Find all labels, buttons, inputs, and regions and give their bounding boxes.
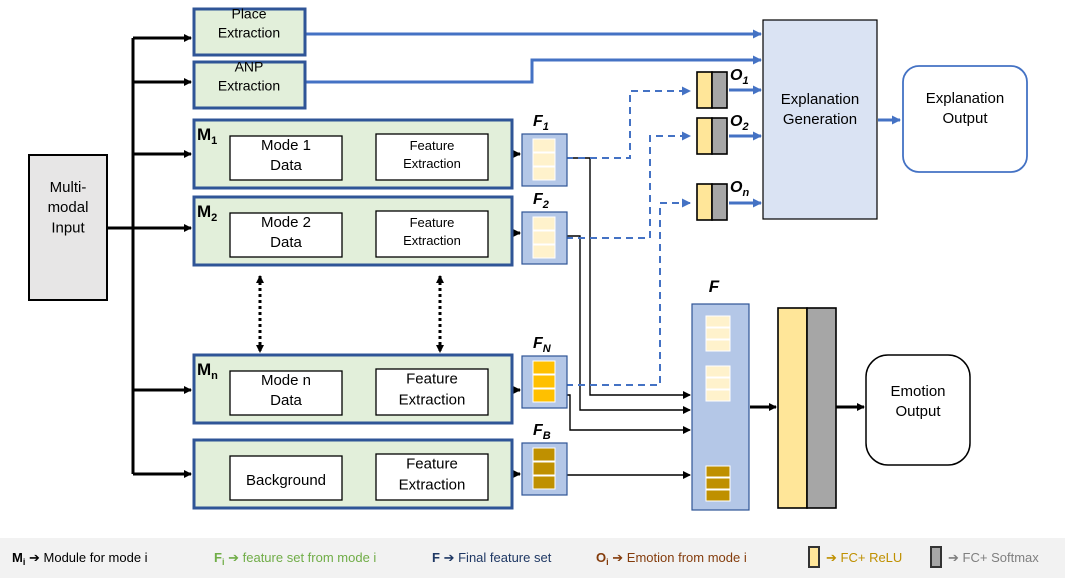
- legend-emotion-symbol: O: [596, 550, 607, 565]
- explanation-inputs: [306, 29, 901, 208]
- legend-arrow-icon: ➔: [826, 550, 837, 565]
- legend-arrow-icon: ➔: [948, 550, 959, 565]
- final-feature-set: F: [691, 277, 750, 511]
- final-feature-cell: [705, 327, 731, 340]
- legend-softmax: ➔ FC+ Softmax: [948, 550, 1039, 566]
- legend-arrow-icon: ➔: [228, 550, 239, 565]
- mode-data-text: Background: [246, 472, 326, 489]
- fc-relu-layer: [777, 307, 808, 509]
- feature-set-2: F2: [521, 191, 568, 265]
- legend-arrow-icon: ➔: [612, 550, 624, 565]
- legend-featureset: Fi ➔ feature set from mode i: [214, 550, 377, 567]
- final-feature-cell: [705, 465, 731, 478]
- legend-final: F ➔ Final feature set: [432, 550, 551, 566]
- emotion-label: O1: [730, 67, 749, 87]
- legend-emotion: Oi ➔ Emotion from mode i: [596, 550, 747, 567]
- final-feature-cell: [705, 315, 731, 328]
- legend-final-text: Final feature set: [458, 550, 552, 565]
- legend-featureset-text: feature set from mode i: [242, 550, 377, 565]
- feature-set-3: FN: [521, 335, 568, 409]
- emotion-output-3: On: [696, 179, 749, 221]
- feature-set-4: FB: [521, 422, 568, 496]
- feature-to-final-lines: [566, 157, 691, 479]
- legend-background: [0, 538, 1065, 578]
- final-feature-cell: [705, 377, 731, 390]
- legend-featureset-sub: i: [221, 557, 225, 567]
- legend: Mi ➔ Module for mode i Fi ➔ feature set …: [0, 538, 1065, 578]
- legend-softmax-swatch: [930, 546, 942, 568]
- emotion-output-2: O2: [696, 113, 749, 155]
- final-feature-cell: [705, 477, 731, 490]
- ellipsis-arrows: [256, 275, 719, 463]
- legend-featureset-symbol: F: [214, 550, 222, 565]
- final-feature-cell: [705, 339, 731, 352]
- emotion-label: On: [730, 179, 749, 199]
- final-feature-cell: [705, 489, 731, 502]
- legend-module-sub: i: [22, 557, 26, 567]
- input-trunk-lines: [107, 34, 192, 478]
- final-feature-cell: [705, 389, 731, 402]
- feature-to-emotion-dashed: [566, 86, 691, 386]
- emotion-output-1: O1: [696, 67, 749, 109]
- final-feature-cell: [705, 365, 731, 378]
- legend-arrow-icon: ➔: [28, 550, 40, 565]
- emotion-label: O2: [730, 113, 749, 133]
- legend-emotion-text: Emotion from mode i: [626, 550, 747, 565]
- feature-set-label: FN: [533, 335, 552, 355]
- legend-relu-swatch: [808, 546, 820, 568]
- feature-set-label: F2: [533, 191, 549, 211]
- feature-set-1: F1: [521, 113, 568, 187]
- legend-softmax-text: FC+ Softmax: [962, 550, 1039, 565]
- final-feature-label: F: [709, 277, 720, 296]
- feature-set-label: F1: [533, 113, 549, 133]
- legend-relu-text: FC+ ReLU: [840, 550, 903, 565]
- legend-final-symbol: F: [432, 550, 440, 565]
- feature-set-label: FB: [533, 422, 551, 442]
- legend-relu: ➔ FC+ ReLU: [826, 550, 902, 566]
- legend-module-symbol: M: [12, 550, 23, 565]
- legend-arrow-icon: ➔: [443, 550, 455, 565]
- legend-module: Mi ➔ Module for mode i: [12, 550, 148, 567]
- legend-module-text: Module for mode i: [43, 550, 148, 565]
- fc-softmax-layer: [806, 307, 837, 509]
- legend-emotion-sub: i: [606, 557, 609, 567]
